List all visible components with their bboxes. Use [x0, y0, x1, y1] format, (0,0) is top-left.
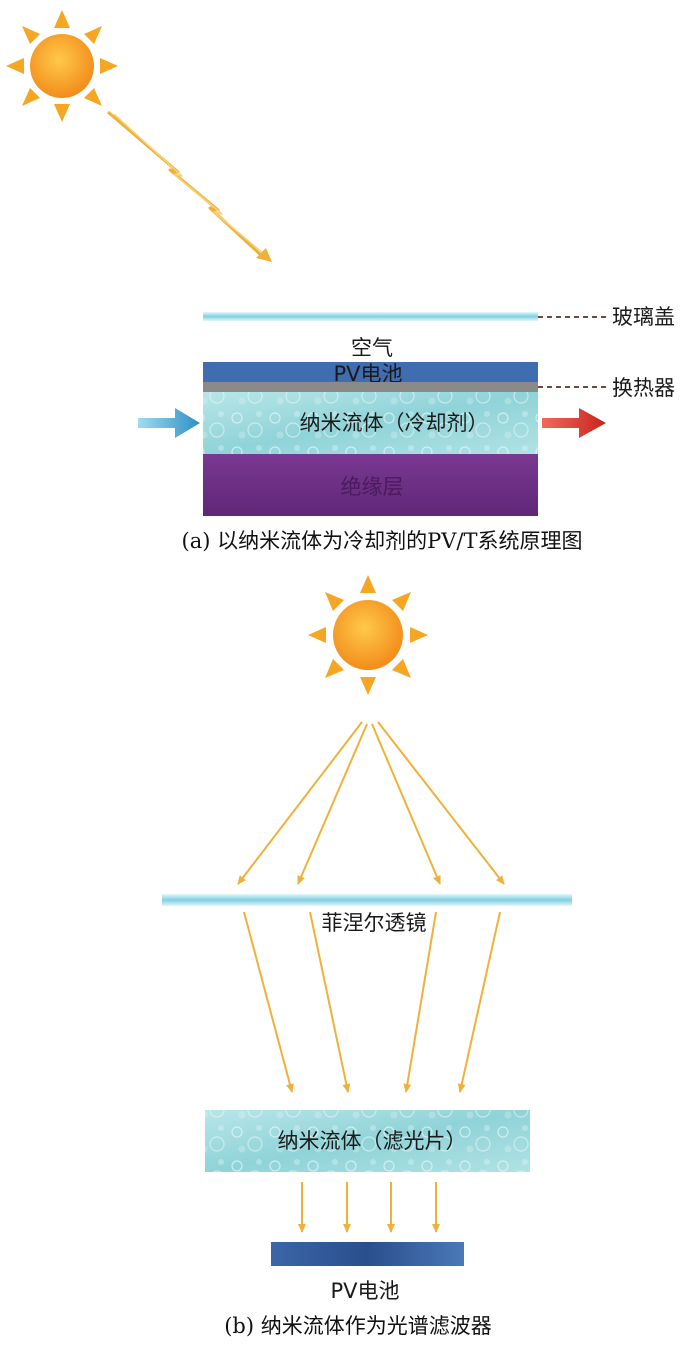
pv-cell-layer	[203, 362, 538, 382]
coolant-inlet-arrow	[138, 408, 200, 438]
fresnel-lens	[162, 894, 572, 906]
insulation-layer	[203, 454, 538, 516]
incident-rays	[237, 721, 505, 885]
nanofluid-filter-block	[205, 1110, 530, 1172]
focused-rays	[243, 911, 501, 1093]
heat-exchanger-label: 换热器	[612, 376, 675, 400]
sun-icon	[6, 10, 118, 122]
glass-cover-label: 玻璃盖	[612, 305, 675, 329]
insulation-label: 绝缘层	[341, 475, 404, 499]
sunlight-ray	[107, 110, 272, 262]
air-label: 空气	[351, 336, 393, 360]
nanofluid-coolant-label: 纳米流体（冷却剂）	[300, 411, 489, 435]
heat-exchanger-layer	[203, 382, 538, 392]
sun-icon	[308, 575, 428, 695]
glass-cover	[203, 312, 538, 321]
fresnel-lens-label: 菲涅尔透镜	[322, 911, 427, 935]
caption-a: (a) 以纳米流体为冷却剂的PV/T系统原理图	[182, 529, 583, 553]
panel-a: 玻璃盖 空气 PV电池 换热器 纳米流体（冷却剂） 绝缘层 (a) 以纳米流体为…	[6, 10, 675, 553]
caption-b: (b) 纳米流体作为光谱滤波器	[224, 1314, 492, 1338]
nanofluid-coolant-layer	[203, 392, 538, 454]
panel-b: 菲涅尔透镜 纳米流体（滤光片） PV电池 (b) 纳米流体作为光谱滤波器	[162, 575, 572, 1338]
coolant-outlet-arrow	[542, 408, 606, 438]
nanofluid-filter-label: 纳米流体（滤光片）	[278, 1129, 467, 1153]
filtered-rays	[298, 1182, 440, 1233]
pv-cell-block	[271, 1242, 464, 1266]
pv-cell-label-b: PV电池	[330, 1279, 399, 1303]
